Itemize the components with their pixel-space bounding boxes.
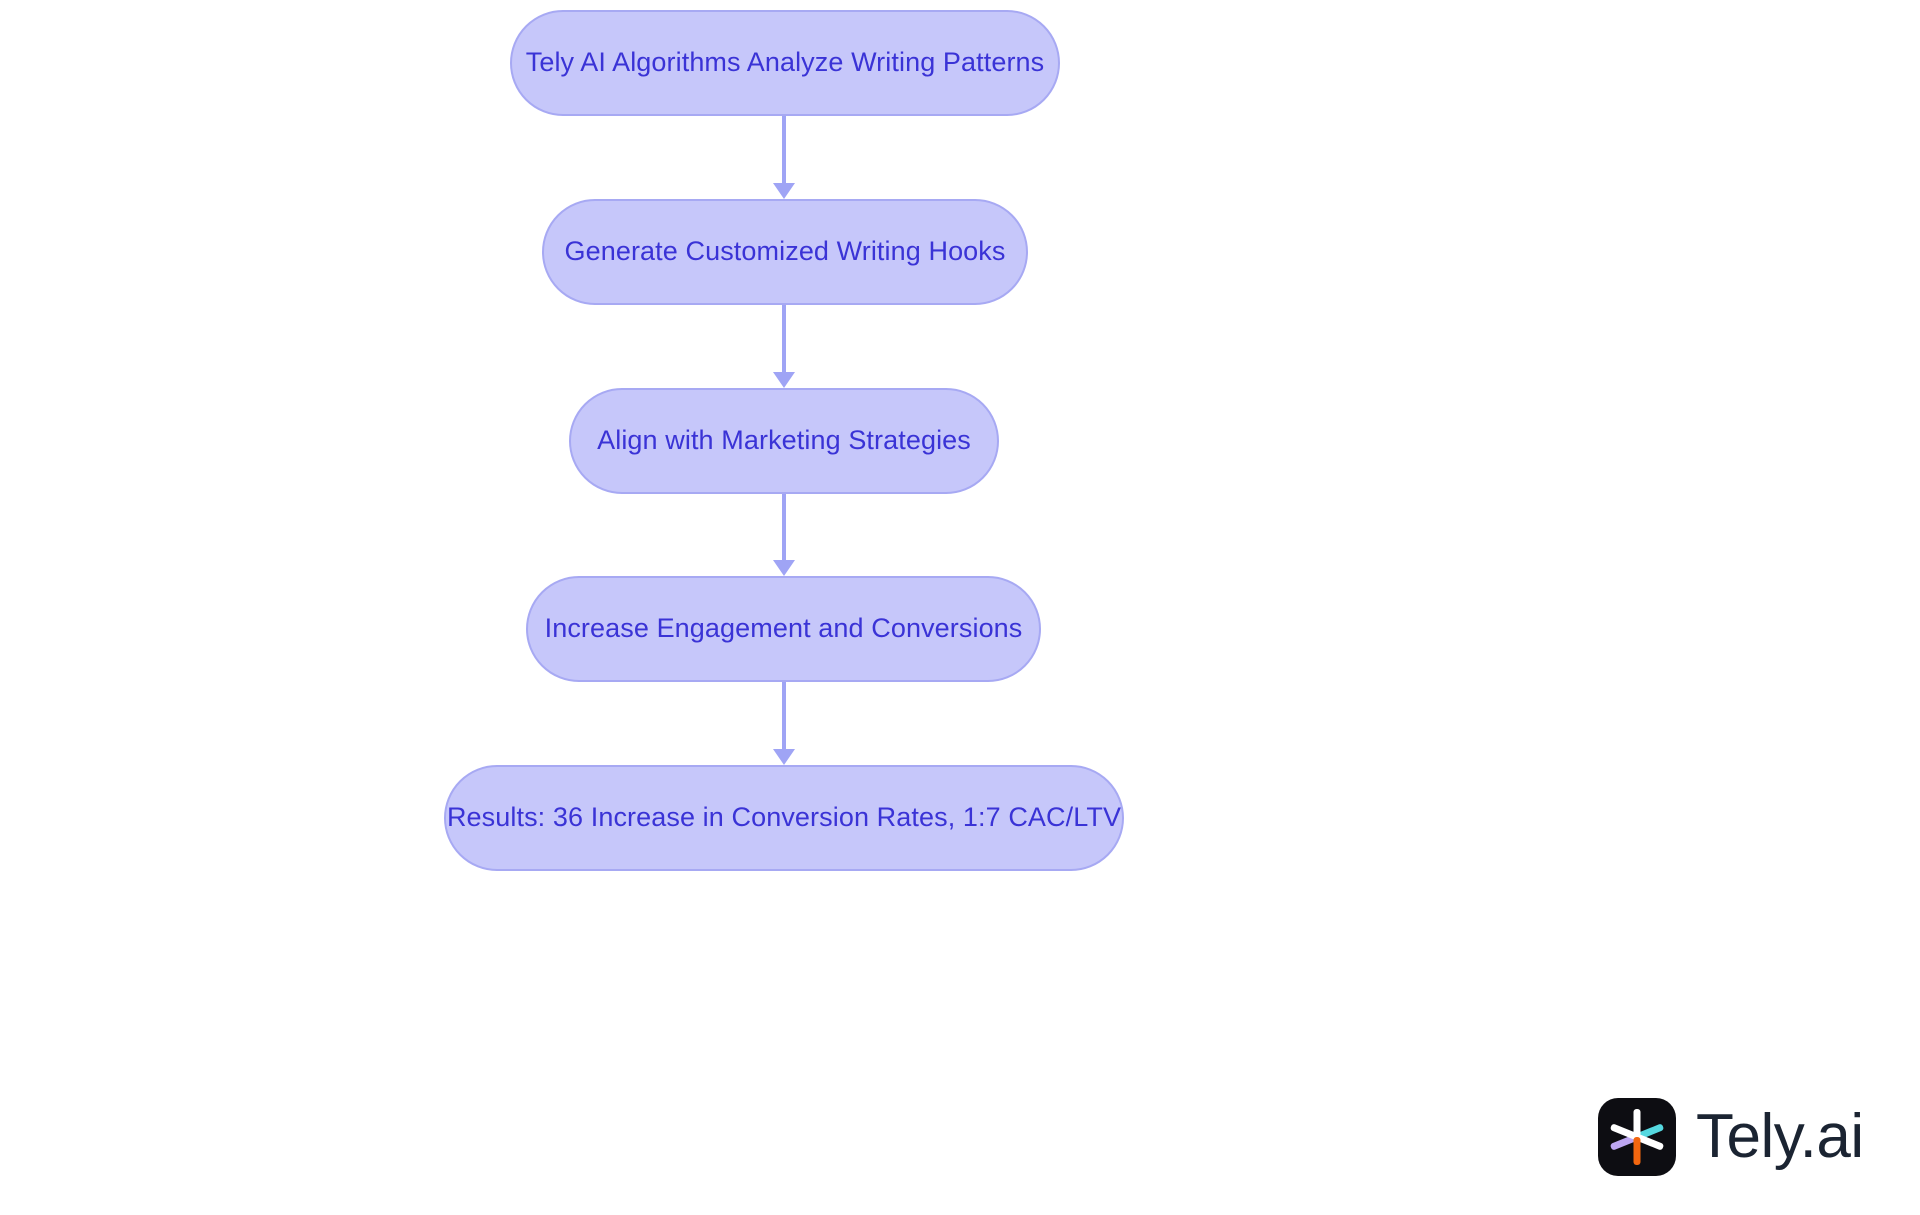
tely-starburst-icon [1598,1098,1676,1176]
brand-wordmark: Tely.ai [1696,1102,1864,1171]
flow-node-2[interactable]: Generate Customized Writing Hooks [542,199,1028,305]
flow-node-5[interactable]: Results: 36 Increase in Conversion Rates… [444,765,1124,871]
connector-line [782,682,786,749]
connector-arrowhead-icon [773,749,795,765]
flow-node-2-label: Generate Customized Writing Hooks [564,236,1006,267]
flow-connector-3-4 [770,494,798,576]
flow-node-1[interactable]: Tely AI Algorithms Analyze Writing Patte… [510,10,1060,116]
flow-node-3-label: Align with Marketing Strategies [597,425,971,456]
connector-arrowhead-icon [773,372,795,388]
flow-node-5-label: Results: 36 Increase in Conversion Rates… [446,802,1122,833]
connector-line [782,494,786,560]
flow-connector-1-2 [770,116,798,199]
brand-logo: Tely.ai [1598,1098,1864,1176]
connector-line [782,116,786,183]
connector-arrowhead-icon [773,560,795,576]
flow-connector-4-5 [770,682,798,765]
flow-node-1-label: Tely AI Algorithms Analyze Writing Patte… [525,47,1045,78]
connector-line [782,305,786,372]
logo-ray-white-top [1633,1109,1641,1137]
flow-node-4-label: Increase Engagement and Conversions [544,613,1023,644]
flow-node-3[interactable]: Align with Marketing Strategies [569,388,999,494]
flow-node-4[interactable]: Increase Engagement and Conversions [526,576,1041,682]
logo-ray-orange-bottom [1633,1137,1641,1165]
flow-connector-2-3 [770,305,798,388]
connector-arrowhead-icon [773,183,795,199]
